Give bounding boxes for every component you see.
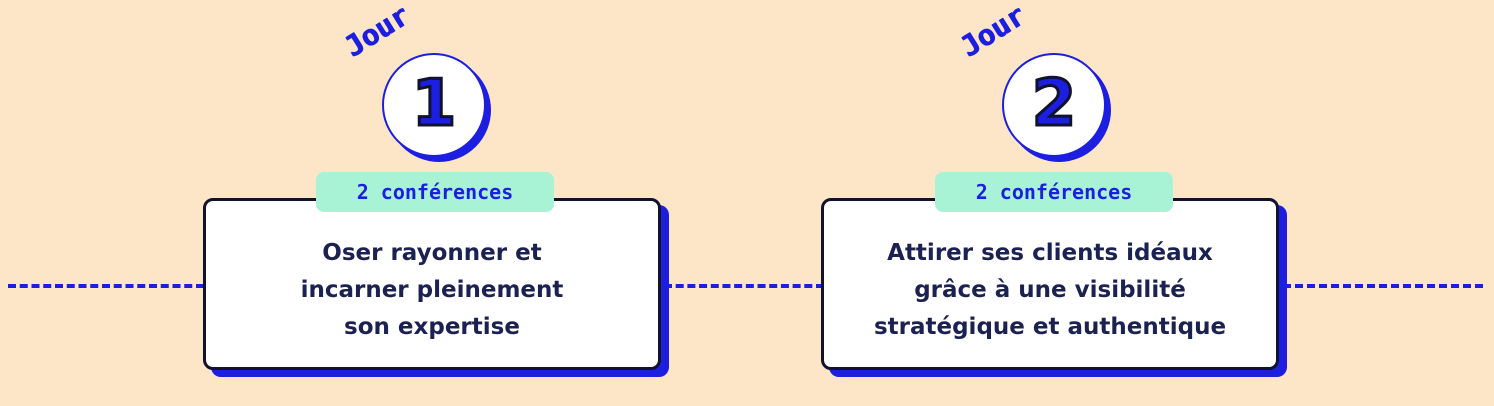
day-title-line: grâce à une visibilité [914,276,1186,303]
day-title: Attirer ses clients idéaux grâce à une v… [874,235,1226,346]
timeline-dash-right [1283,284,1483,288]
day-title-line: Oser rayonner et [322,239,542,266]
day-number-circle: 2 [1002,53,1112,163]
day-title-line: son expertise [344,313,520,340]
day-number: 2 [1030,67,1078,141]
day-title-line: Attirer ses clients idéaux [887,239,1213,266]
day-number: 1 [410,67,458,141]
circle-face: 1 [382,53,486,157]
timeline-dash-left [8,284,204,288]
day-title: Oser rayonner et incarner pleinement son… [301,235,564,346]
circle-face: 2 [1002,53,1106,157]
day-card: Attirer ses clients idéaux grâce à une v… [821,198,1279,370]
timeline-dash-middle [664,284,824,288]
conference-count-badge: 2 conférences [935,172,1173,212]
conference-count-badge: 2 conférences [316,172,554,212]
day-title-line: incarner pleinement [300,276,564,303]
day-title-line: stratégique et authentique [873,313,1227,340]
day-number-circle: 1 [382,53,492,163]
day-card: Oser rayonner et incarner pleinement son… [203,198,661,370]
